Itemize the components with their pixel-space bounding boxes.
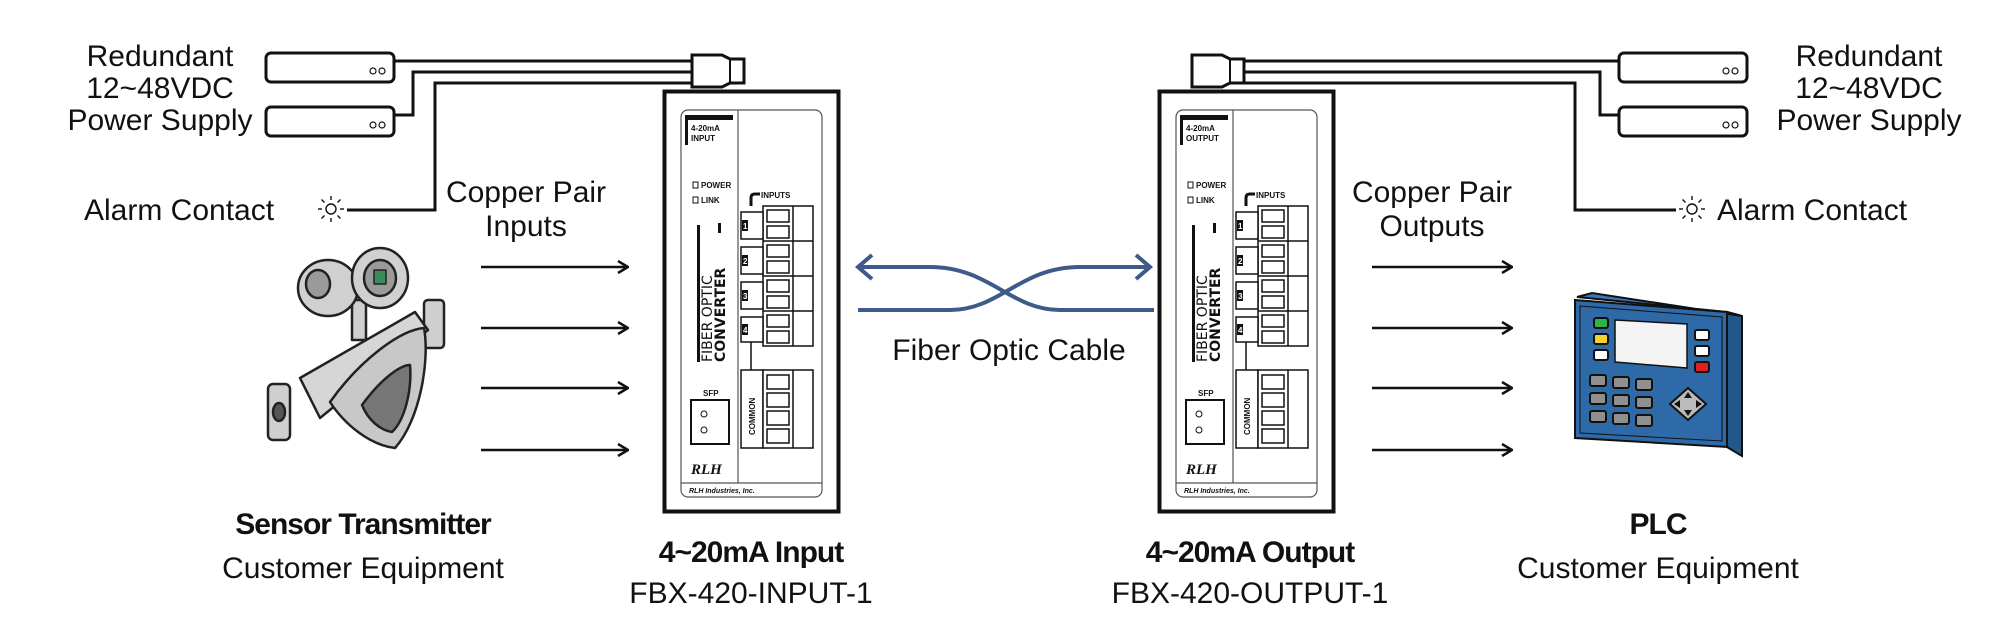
power-supply-1	[264, 51, 396, 84]
plc-keypad	[1589, 374, 1653, 427]
terminal-block	[1235, 205, 1309, 449]
output-converter-device: 4-20mA OUTPUT POWER LINK FIBER OPTIC CON…	[1157, 89, 1336, 514]
channel-3: 3	[1238, 292, 1243, 301]
power-led-label: POWER	[1196, 181, 1226, 190]
link-led-label: LINK	[1196, 196, 1215, 205]
company-name: RLH Industries, Inc.	[1184, 488, 1250, 495]
output-device-model: FBX-420-OUTPUT-1	[1112, 577, 1389, 610]
common-label: COMMON	[748, 397, 757, 435]
rlh-logo: RLH	[1185, 462, 1218, 478]
output-arrows	[1372, 267, 1512, 450]
channel-2: 2	[743, 257, 748, 266]
sfp-port	[1185, 399, 1225, 445]
led-yellow	[1593, 333, 1609, 345]
label-line: Power Supply	[67, 104, 252, 137]
input-converter-device: 4-20mA INPUT POWER LINK FIBER OPTIC CONV…	[662, 89, 841, 514]
arrow-right-icon	[1134, 253, 1154, 281]
plc-dpad	[1668, 386, 1708, 422]
left-power-wires	[347, 59, 692, 212]
terminals-label: INPUTS	[761, 191, 791, 200]
led-red	[1694, 361, 1710, 373]
sfp-label: SFP	[703, 389, 719, 398]
terminals-label: INPUTS	[1256, 191, 1286, 200]
label-line: Redundant	[87, 40, 234, 73]
sfp-label: SFP	[1198, 389, 1214, 398]
input-device-title: 4~20mA Input	[659, 536, 844, 569]
input-arrows	[481, 267, 628, 450]
sfp-port	[690, 399, 730, 445]
sensor-transmitter-subtitle: Customer Equipment	[222, 552, 504, 585]
panel-label: INPUT	[691, 134, 715, 143]
label-line: Power Supply	[1776, 104, 1961, 137]
channel-3: 3	[743, 292, 748, 301]
channel-numbers: 1 2 3 4	[742, 220, 748, 335]
input-device-model: FBX-420-INPUT-1	[629, 577, 872, 610]
brand-line-1: FIBER OPTIC	[700, 275, 716, 362]
power-led-label: POWER	[701, 181, 731, 190]
copper-inputs-label: Copper Pair	[446, 176, 606, 209]
sensor-transmitter-title: Sensor Transmitter	[235, 508, 492, 541]
power-supply-4	[1617, 105, 1749, 138]
label-line: 12~48VDC	[1795, 72, 1943, 105]
channel-2: 2	[1238, 257, 1243, 266]
plc-title: PLC	[1630, 508, 1687, 541]
right-power-supply-label: Redundant 12~48VDC Power Supply	[1776, 40, 1961, 137]
brand-line-2: CONVERTER	[1208, 267, 1224, 362]
brand-line-2: CONVERTER	[713, 267, 729, 362]
channel-4: 4	[1238, 326, 1243, 335]
led-green	[1593, 317, 1609, 329]
output-power-connector	[1190, 53, 1246, 89]
alarm-light-icon	[317, 195, 345, 223]
channel-1: 1	[743, 222, 748, 231]
panel-label: 4-20mA	[1186, 124, 1215, 133]
left-alarm-label: Alarm Contact	[84, 194, 275, 227]
brand-line-1: FIBER OPTIC	[1195, 275, 1211, 362]
copper-outputs-label: Outputs	[1379, 210, 1484, 243]
alarm-light-icon	[1678, 195, 1706, 223]
fiber-cable-label: Fiber Optic Cable	[892, 334, 1125, 367]
copper-inputs-label: Inputs	[485, 210, 567, 243]
link-led-label: LINK	[701, 196, 720, 205]
label-line: Redundant	[1796, 40, 1943, 73]
common-label: COMMON	[1243, 397, 1252, 435]
left-power-supply-label: Redundant 12~48VDC Power Supply	[67, 40, 252, 137]
panel-label: OUTPUT	[1186, 134, 1219, 143]
terminal-block	[740, 205, 814, 449]
channel-numbers: 1 2 3 4	[1237, 220, 1243, 335]
right-alarm-label: Alarm Contact	[1717, 194, 1908, 227]
plc-icon	[1574, 291, 1743, 458]
panel-label: 4-20mA	[691, 124, 720, 133]
input-power-connector	[690, 53, 746, 89]
channel-4: 4	[743, 326, 748, 335]
power-supply-2	[264, 105, 396, 138]
fiber-optic-cable	[854, 253, 1154, 312]
plc-screen	[1614, 319, 1688, 369]
output-device-title: 4~20mA Output	[1146, 536, 1355, 569]
rlh-logo: RLH	[690, 462, 723, 478]
channel-1: 1	[1238, 222, 1243, 231]
copper-outputs-label: Copper Pair	[1352, 176, 1512, 209]
plc-subtitle: Customer Equipment	[1517, 552, 1799, 585]
arrow-left-icon	[854, 253, 874, 281]
led-white	[1593, 349, 1609, 361]
power-supply-3	[1617, 51, 1749, 84]
label-line: 12~48VDC	[86, 72, 234, 105]
company-name: RLH Industries, Inc.	[689, 488, 755, 495]
right-power-wires	[1244, 59, 1676, 212]
sensor-transmitter-icon	[266, 246, 446, 450]
